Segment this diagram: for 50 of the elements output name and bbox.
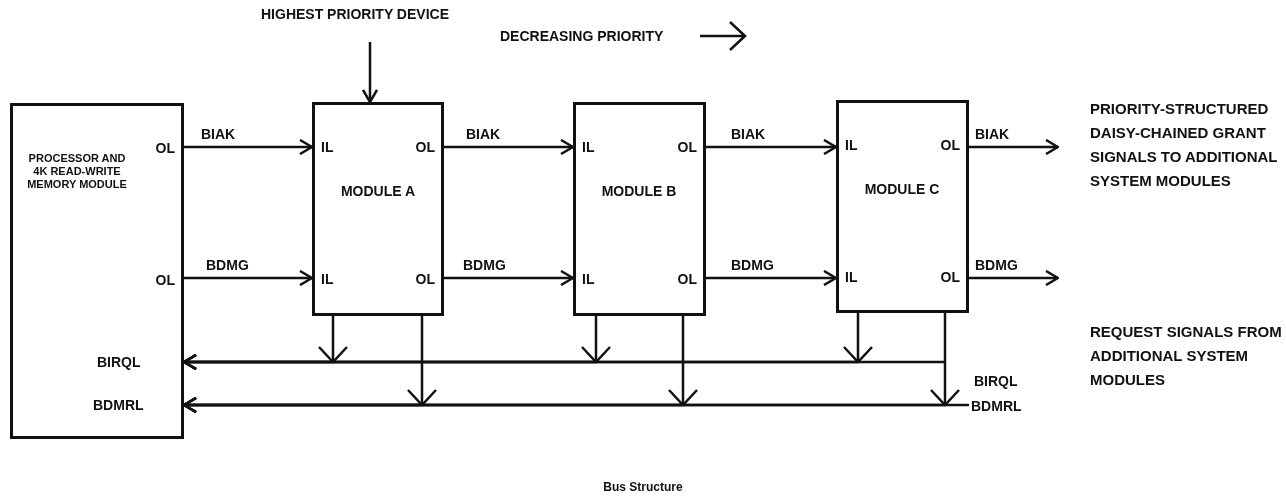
pin-label: OL [940, 137, 960, 154]
pin-label: IL [845, 137, 858, 154]
node-title: HIGHEST PRIORITY DEVICE [260, 6, 450, 23]
module-box [836, 100, 969, 313]
pin-label: IL [321, 139, 334, 156]
pin-label: OL [940, 269, 960, 286]
signal-label: BDMG [205, 258, 250, 272]
arrow [444, 269, 575, 287]
node-title: PROCESSOR AND 4K READ-WRITE MEMORY MODULE [26, 152, 128, 192]
pin-label: IL [582, 139, 595, 156]
signal-label: BDMG [730, 258, 775, 272]
arrow [182, 396, 969, 414]
pin-label: OL [415, 271, 435, 288]
pin-label: IL [321, 271, 334, 288]
arrow [706, 138, 838, 156]
arrow [184, 269, 314, 287]
pin-label: BDMRL [971, 398, 1022, 415]
arrow [182, 353, 945, 371]
signal-label: BIAK [465, 127, 502, 141]
caption: Bus Structure [602, 480, 684, 494]
signal-label: BDMG [974, 258, 1019, 272]
arrow [969, 269, 1060, 287]
arrow [706, 269, 838, 287]
pin-label: OL [155, 272, 175, 289]
signal-label: DECREASING PRIORITY [500, 28, 665, 45]
signal-label: BIRQL [96, 355, 142, 369]
node-title: MODULE A [339, 183, 417, 200]
pin-label: OL [677, 271, 697, 288]
arrow [444, 138, 575, 156]
node-title: MODULE B [600, 183, 678, 200]
signal-label: BIAK [974, 127, 1011, 141]
node-title: MODULE C [863, 181, 941, 198]
signal-label: BDMRL [92, 398, 145, 412]
signal-label: BIRQL [974, 374, 1019, 388]
pin-label: OL [677, 139, 697, 156]
module-box [10, 103, 184, 439]
note-text: PRIORITY-STRUCTURED DAISY-CHAINED GRANT SIGNALS TO ADDITIONAL SYSTEM MODULES [1090, 99, 1279, 191]
signal-label: BDMG [462, 258, 507, 272]
pin-label: OL [415, 139, 435, 156]
arrow [969, 138, 1060, 156]
pin-label: OL [155, 140, 175, 157]
signal-label: BIAK [730, 127, 767, 141]
note-text: REQUEST SIGNALS FROM ADDITIONAL SYSTEM MODULES [1090, 322, 1283, 390]
pin-label: IL [845, 269, 858, 286]
module-box [573, 102, 706, 316]
module-box [312, 102, 444, 316]
arrow [184, 138, 314, 156]
arrow [361, 42, 379, 104]
signal-label: BIAK [200, 127, 237, 141]
pin-label: IL [582, 271, 595, 288]
